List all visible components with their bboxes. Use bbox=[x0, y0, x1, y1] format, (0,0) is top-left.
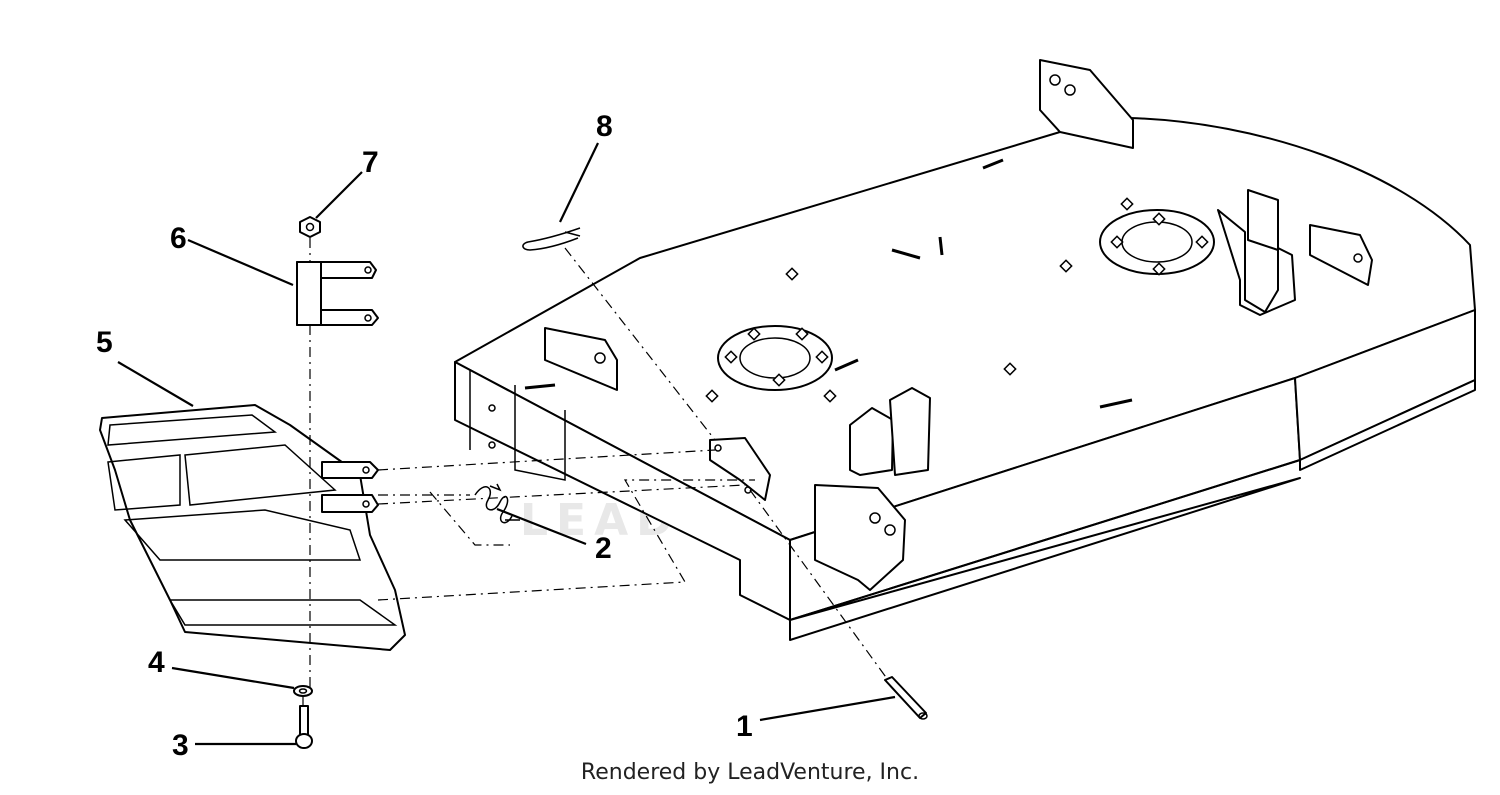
bracket-hole bbox=[594, 352, 606, 364]
deck-slots bbox=[524, 158, 1133, 409]
leader-line-7 bbox=[315, 171, 363, 219]
chute-top-rib bbox=[107, 414, 278, 446]
callout-labels: 1 2 3 4 5 6 7 8 bbox=[96, 110, 753, 762]
callout-2: 2 bbox=[595, 532, 612, 565]
bolt bbox=[295, 705, 313, 749]
pin-end bbox=[918, 712, 928, 720]
spring-icon bbox=[474, 483, 520, 524]
front-bracket-left bbox=[544, 327, 618, 391]
chute-hinge-tab-lower bbox=[321, 494, 379, 513]
deck-hole bbox=[488, 441, 496, 449]
bracket-hole bbox=[869, 512, 881, 524]
discharge-chute bbox=[99, 404, 406, 651]
leader-lines bbox=[117, 142, 896, 746]
bolt-shank bbox=[299, 705, 309, 737]
assembly-center-lines bbox=[302, 238, 889, 706]
bracket-hole bbox=[364, 266, 372, 274]
leader-line-6 bbox=[187, 238, 294, 287]
spindle-ring-right bbox=[1099, 209, 1215, 275]
center-line bbox=[377, 479, 755, 601]
callout-6: 6 bbox=[170, 222, 187, 255]
footer-credit: Rendered by LeadVenture, Inc. bbox=[580, 760, 920, 785]
chute-panel-right bbox=[184, 444, 337, 506]
callout-8: 8 bbox=[596, 110, 613, 143]
washer-hole bbox=[298, 688, 308, 694]
rear-bracket-right bbox=[1217, 209, 1296, 316]
side-bracket-right bbox=[1309, 224, 1373, 286]
bracket-spine bbox=[296, 261, 322, 326]
leader-line-1 bbox=[759, 695, 896, 722]
pin-icon bbox=[884, 676, 927, 719]
chute-mount-bracket bbox=[709, 437, 771, 501]
hairpin-tail bbox=[564, 231, 581, 237]
front-bracket-arm-b bbox=[889, 387, 931, 476]
bracket-hole bbox=[884, 524, 896, 536]
chute-panel-left bbox=[107, 454, 181, 511]
leader-line-2 bbox=[496, 507, 587, 546]
bracket-hole bbox=[744, 486, 752, 494]
callout-4: 4 bbox=[148, 646, 165, 679]
callout-5: 5 bbox=[96, 326, 113, 359]
leader-line-8 bbox=[559, 142, 599, 223]
callout-7: 7 bbox=[362, 146, 379, 179]
washer bbox=[293, 685, 313, 697]
center-line bbox=[377, 484, 746, 505]
bracket-hole bbox=[1049, 74, 1061, 86]
bracket-hole bbox=[1353, 253, 1363, 263]
deck-bracket-channel bbox=[514, 385, 566, 481]
callout-1: 1 bbox=[736, 710, 753, 743]
center-line bbox=[564, 247, 716, 441]
callout-3: 3 bbox=[172, 729, 189, 762]
leader-line-4 bbox=[171, 666, 295, 690]
nut-hole bbox=[305, 222, 315, 232]
front-bracket-arm-a bbox=[849, 407, 894, 476]
leader-line-5 bbox=[117, 361, 194, 407]
hairpin-icon bbox=[522, 227, 581, 251]
rear-bracket-plate bbox=[1247, 189, 1279, 251]
bracket-hole bbox=[364, 314, 372, 322]
hinge-pin bbox=[884, 676, 928, 720]
bracket-hole bbox=[714, 444, 722, 452]
spindle-ring-left bbox=[717, 325, 833, 391]
front-bracket-plate bbox=[814, 484, 906, 591]
bracket-hole bbox=[1064, 84, 1076, 96]
deck-square-holes bbox=[705, 197, 1209, 403]
center-line bbox=[749, 489, 889, 681]
chute-hinge-hole bbox=[362, 500, 370, 508]
chute-mid-panel bbox=[123, 509, 362, 561]
deck-lower-rim bbox=[789, 379, 1476, 641]
chute-hinge-tab-upper bbox=[321, 461, 379, 479]
deck-hole bbox=[488, 404, 496, 412]
bolt-head-icon bbox=[295, 733, 313, 749]
rear-bracket-top bbox=[1039, 59, 1134, 149]
torsion-spring bbox=[474, 483, 520, 524]
lock-nut bbox=[299, 216, 321, 238]
chute-hinge-hole bbox=[362, 466, 370, 474]
nut-icon bbox=[299, 216, 321, 238]
chute-bracket bbox=[296, 261, 379, 326]
washer-icon bbox=[293, 685, 313, 697]
center-line bbox=[429, 491, 510, 546]
hairpin-clip bbox=[522, 227, 581, 251]
chute-lower-panel bbox=[168, 599, 398, 626]
